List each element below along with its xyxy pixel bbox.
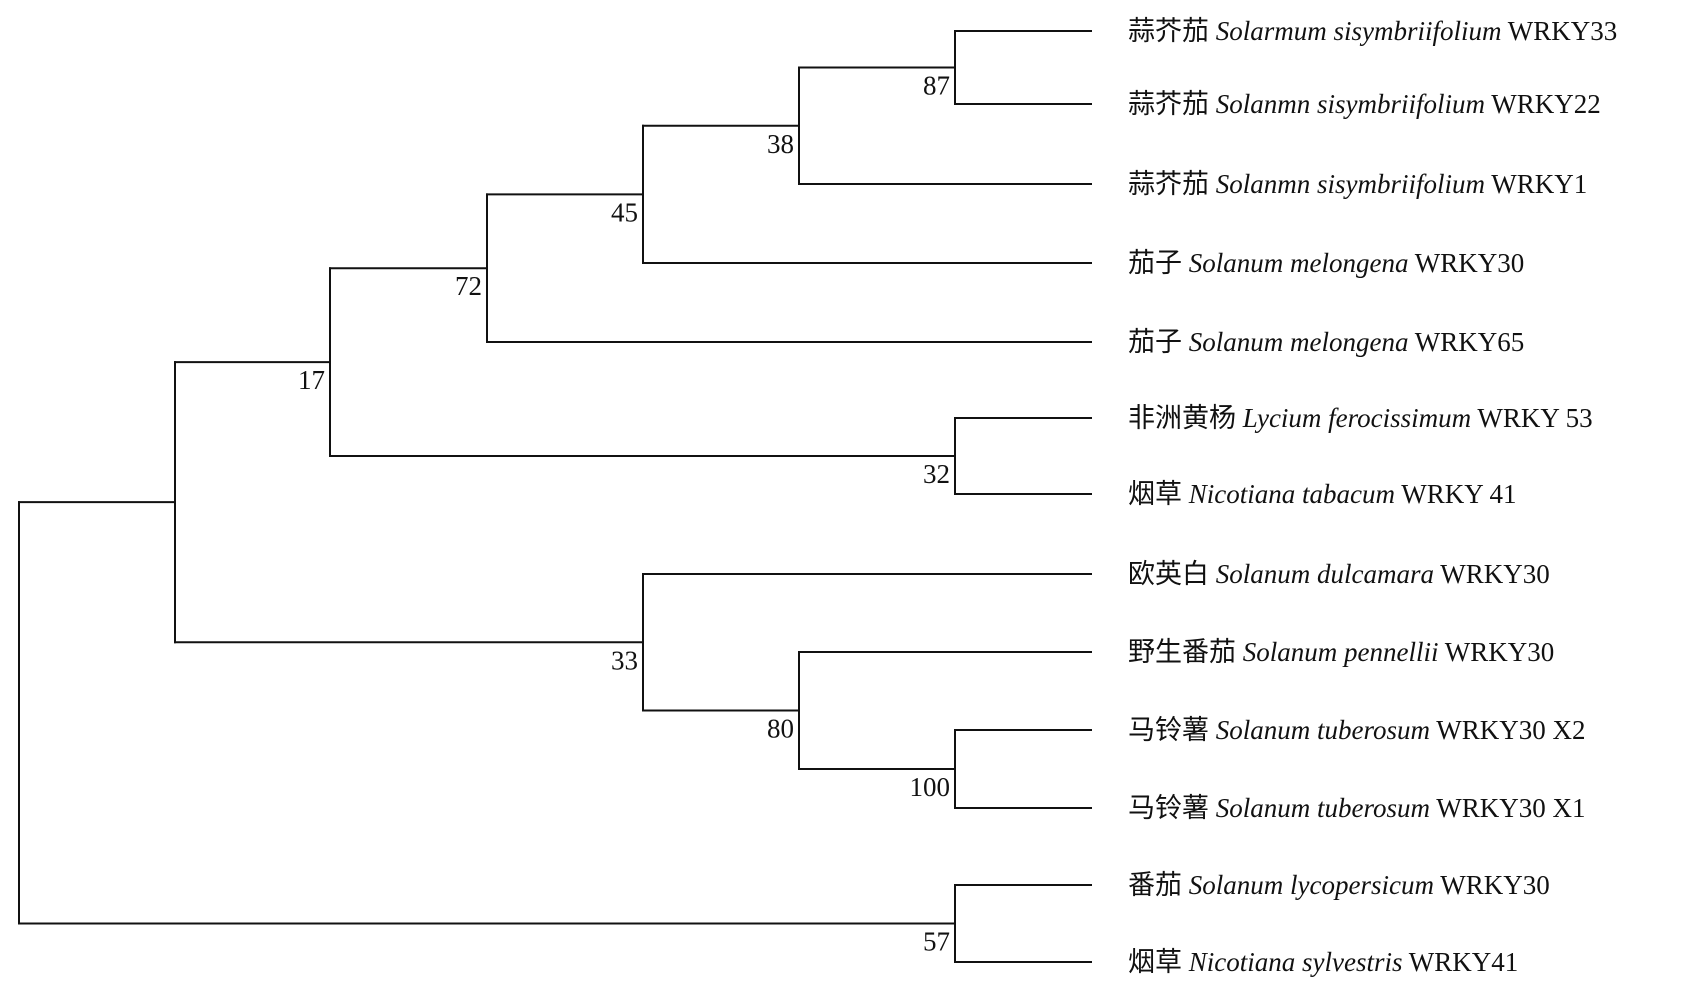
leaf-species-name: Solanum tuberosum: [1216, 793, 1430, 823]
leaf-species-name: Solanum melongena: [1189, 248, 1409, 278]
leaf-label-l6: 非洲黄杨 Lycium ferocissimum WRKY 53: [1128, 403, 1593, 433]
support-value-n38: 38: [767, 129, 794, 159]
support-value-n57: 57: [923, 927, 950, 957]
leaf-gene-name: WRKY 41: [1395, 479, 1517, 509]
leaf-gene-name: WRKY30: [1434, 870, 1550, 900]
leaf-species-name: Nicotiana sylvestris: [1188, 947, 1403, 977]
leaf-chinese-name: 马铃薯: [1128, 793, 1216, 823]
support-value-n17: 17: [298, 365, 325, 395]
support-value-n33: 33: [611, 645, 638, 675]
leaf-label-l11: 马铃薯 Solanum tuberosum WRKY30 X1: [1128, 793, 1586, 823]
leaf-gene-name: WRKY65: [1408, 327, 1524, 357]
leaf-chinese-name: 茄子: [1128, 248, 1189, 278]
leaf-gene-name: WRKY33: [1502, 16, 1618, 46]
leaf-gene-name: WRKY30 X2: [1430, 715, 1586, 745]
leaf-chinese-name: 蒜芥茄: [1128, 16, 1216, 46]
leaf-species-name: Solanum tuberosum: [1216, 715, 1430, 745]
support-value-n32: 32: [923, 459, 950, 489]
leaf-label-l8: 欧英白 Solanum dulcamara WRKY30: [1128, 559, 1550, 589]
leaf-chinese-name: 欧英白: [1128, 559, 1216, 589]
support-value-n80: 80: [767, 714, 794, 744]
leaf-species-name: Solanmn sisymbriifolium: [1216, 89, 1485, 119]
leaf-label-l10: 马铃薯 Solanum tuberosum WRKY30 X2: [1128, 715, 1586, 745]
leaf-label-l4: 茄子 Solanum melongena WRKY30: [1128, 248, 1524, 278]
leaf-species-name: Solanmn sisymbriifolium: [1216, 169, 1485, 199]
leaf-species-name: Solanum melongena: [1189, 327, 1409, 357]
leaf-label-l9: 野生番茄 Solanum pennellii WRKY30: [1128, 637, 1554, 667]
leaf-gene-name: WRKY30 X1: [1430, 793, 1586, 823]
leaf-species-name: Nicotiana tabacum: [1188, 479, 1395, 509]
leaf-chinese-name: 茄子: [1128, 327, 1189, 357]
leaf-species-name: Solanum dulcamara: [1216, 559, 1434, 589]
leaf-label-l13: 烟草 Nicotiana sylvestris WRKY41: [1128, 947, 1518, 977]
leaf-species-name: Solanum pennellii: [1243, 637, 1439, 667]
leaf-gene-name: WRKY22: [1485, 89, 1601, 119]
leaf-chinese-name: 野生番茄: [1128, 637, 1243, 667]
leaf-chinese-name: 蒜芥茄: [1128, 169, 1216, 199]
leaf-label-l1: 蒜芥茄 Solarmum sisymbriifolium WRKY33: [1128, 16, 1617, 46]
leaf-chinese-name: 马铃薯: [1128, 715, 1216, 745]
support-values: 87 38 45 72 32 17 100 80 33 57: [298, 71, 950, 957]
support-value-n100: 100: [910, 772, 951, 802]
leaf-chinese-name: 烟草: [1128, 479, 1189, 509]
support-value-n45: 45: [611, 197, 638, 227]
leaf-gene-name: WRKY 53: [1471, 403, 1593, 433]
leaf-species-name: Lycium ferocissimum: [1242, 403, 1471, 433]
leaf-label-l3: 蒜芥茄 Solanmn sisymbriifolium WRKY1: [1128, 169, 1587, 199]
leaf-gene-name: WRKY30: [1434, 559, 1550, 589]
leaf-gene-name: WRKY1: [1485, 169, 1587, 199]
leaf-chinese-name: 烟草: [1128, 947, 1189, 977]
leaf-gene-name: WRKY41: [1402, 947, 1518, 977]
leaf-chinese-name: 番茄: [1128, 870, 1189, 900]
leaf-chinese-name: 蒜芥茄: [1128, 89, 1216, 119]
leaf-label-l2: 蒜芥茄 Solanmn sisymbriifolium WRKY22: [1128, 89, 1601, 119]
leaf-species-name: Solanum lycopersicum: [1189, 870, 1434, 900]
support-value-n72: 72: [455, 271, 482, 301]
leaf-label-l5: 茄子 Solanum melongena WRKY65: [1128, 327, 1524, 357]
leaf-gene-name: WRKY30: [1438, 637, 1554, 667]
tree-branches: [18, 30, 1092, 963]
leaf-label-l12: 番茄 Solanum lycopersicum WRKY30: [1128, 870, 1550, 900]
leaf-label-l7: 烟草 Nicotiana tabacum WRKY 41: [1128, 479, 1516, 509]
leaf-gene-name: WRKY30: [1408, 248, 1524, 278]
support-value-n87: 87: [923, 71, 950, 101]
leaf-chinese-name: 非洲黄杨: [1128, 403, 1243, 433]
leaf-species-name: Solarmum sisymbriifolium: [1216, 16, 1502, 46]
